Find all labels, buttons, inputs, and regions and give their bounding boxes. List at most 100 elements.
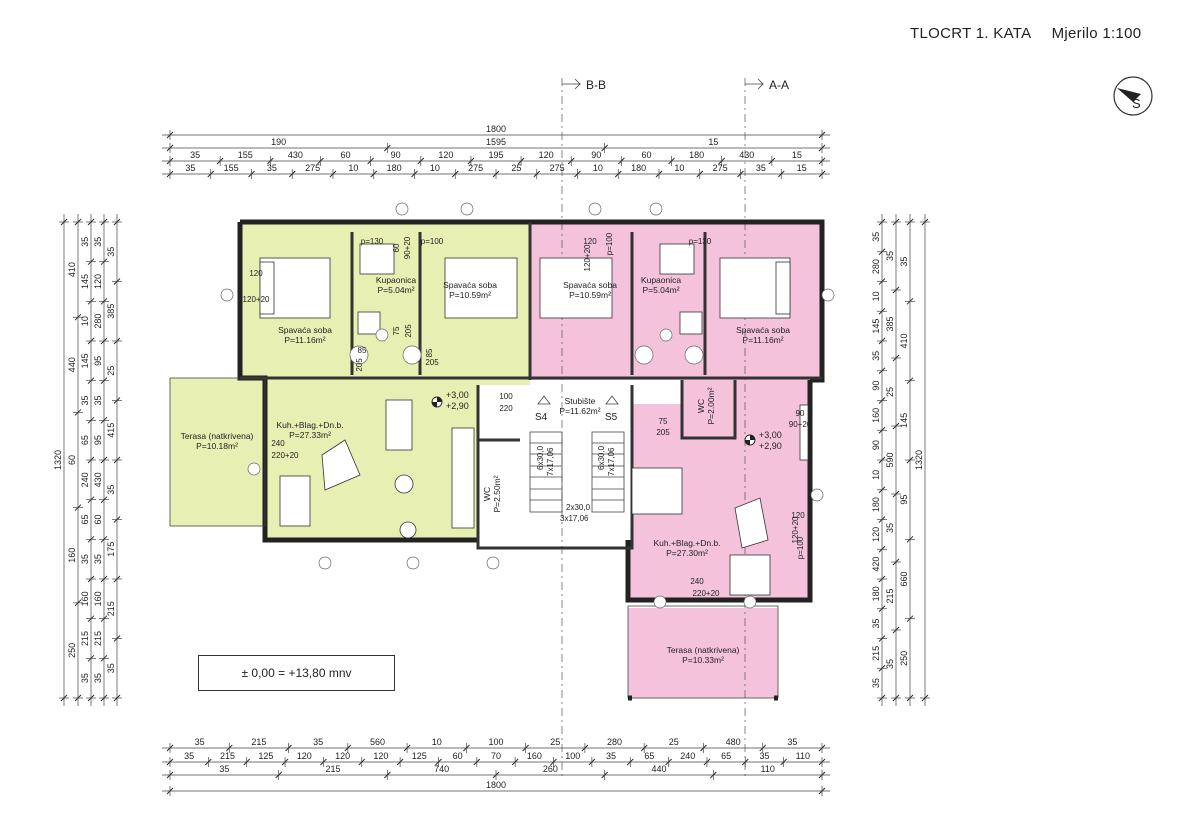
dimension-value: 90 [871,440,881,450]
stair-flight-left [529,431,563,513]
room-name: Stubište [565,396,596,406]
stair-note-d: 7x17,06 [607,447,616,476]
dimension-value: 145 [871,319,881,334]
dimension-value: 180 [689,150,704,160]
dimension-value: 10 [80,316,90,326]
room-name: Kuh.+Blag.+Dn.b. [276,420,343,430]
dimension-value: 440 [651,764,666,774]
opening-label: 120 [249,269,263,278]
dimension-value: 480 [726,737,741,747]
room-label: Terasa (natkrivena)P=10.18m² [181,431,254,451]
dimension-value: 275 [713,163,728,173]
dimension-value: 35 [93,237,103,247]
dimension-value: 1595 [486,137,506,147]
dimension-value: 10 [871,291,881,301]
dimension-value: 35 [106,663,116,673]
dimension-value: 1800 [486,124,506,134]
height-lower-left: +2,90 [446,401,469,411]
dimension-value: 175 [106,542,116,557]
dimension-value: 35 [80,237,90,247]
dimension-value: 65 [644,751,654,761]
dimension-value: 110 [796,751,810,761]
dimension-value: 15 [797,163,807,173]
dimension-value: 1320 [53,450,63,470]
dimension-value: 590 [885,452,895,467]
dimension-value: 35 [871,232,881,242]
dimension-value: 35 [106,247,116,257]
stair-note-b: 7x17,06 [546,447,555,476]
dimension-value: 215 [885,588,895,603]
wall-stair-bottom [476,540,634,550]
dimension-value: 25 [106,366,116,376]
room-name: Kupaonica [376,275,416,285]
room-name: Spavaća soba [278,325,332,335]
room-name: Terasa (natkrivena) [667,645,740,655]
section-arrow-bb [562,78,581,90]
kitchen-counter-right [799,404,809,461]
dimension-value: 35 [606,751,616,761]
dimension-value: 35 [899,257,909,267]
opening-label: 205 [404,324,413,338]
dimension-value: 35 [93,673,103,683]
dimension-value: 385 [885,316,895,331]
dimension-value: 15 [708,137,718,147]
dimension-value: 10 [430,163,440,173]
north-arrow: S [1113,76,1153,116]
room-label: Kuh.+Blag.+Dn.b.P=27.33m² [276,420,343,440]
dimension-value: 385 [106,304,116,319]
dimension-value: 35 [313,737,323,747]
dimension-value: 190 [271,137,286,147]
dim-top-row2: 190 1595 15 [162,137,830,153]
compass-label: S [1132,96,1141,111]
fill-right-terrace [628,608,778,698]
dimension-value: 215 [251,737,266,747]
dimension-value: 280 [607,737,622,747]
basin-right [679,311,703,335]
room-label: WCP=2.00m² [696,387,716,424]
dimension-value: 1320 [914,450,924,470]
dimension-value: 740 [434,764,449,774]
dimension-value: 240 [680,751,695,761]
opening-label: 90+20 [403,236,412,259]
room-area: P=11.16m² [284,335,325,345]
dimension-value: 35 [80,673,90,683]
opening-label: 205 [425,358,439,367]
room-area: P=5.04m² [642,285,679,295]
room-area: P=2.00m² [706,387,716,424]
shower-left [359,243,395,275]
opening-label: 205 [656,428,670,437]
dimension-value: 60 [341,150,351,160]
dimension-value: 10 [348,163,358,173]
dimension-value: 215 [325,764,340,774]
opening-label: 120 [791,511,805,520]
dimension-value: 415 [106,423,116,438]
dimension-value: 65 [80,514,90,524]
dimension-value: 60 [93,514,103,524]
dimension-value: 160 [80,591,90,606]
opening-label: p=100 [605,232,614,255]
dimension-value: 430 [288,150,303,160]
dimension-value: 35 [871,678,881,688]
room-area: P=10.33m² [682,655,724,665]
opening-label: 75 [659,417,668,426]
stair-flight-right [591,431,625,513]
height-markers: +3,00 +2,90 +3,00 +2,90 [431,390,782,451]
sofa-left [321,439,361,491]
dimension-value: 120 [335,751,350,761]
dimension-value: 35 [190,150,200,160]
room-area: P=27.30m² [666,548,708,558]
kitchen-counter-left [451,427,475,529]
opening-label: 120+20 [243,295,270,304]
dimension-value: 90 [871,381,881,391]
dimension-value: 160 [527,751,542,761]
terrace-right-outline [627,605,779,699]
room-name: Kupaonica [641,275,681,285]
dimension-value: 125 [412,751,427,761]
room-area: P=27.33m² [289,430,331,440]
dimension-value: 60 [453,751,463,761]
